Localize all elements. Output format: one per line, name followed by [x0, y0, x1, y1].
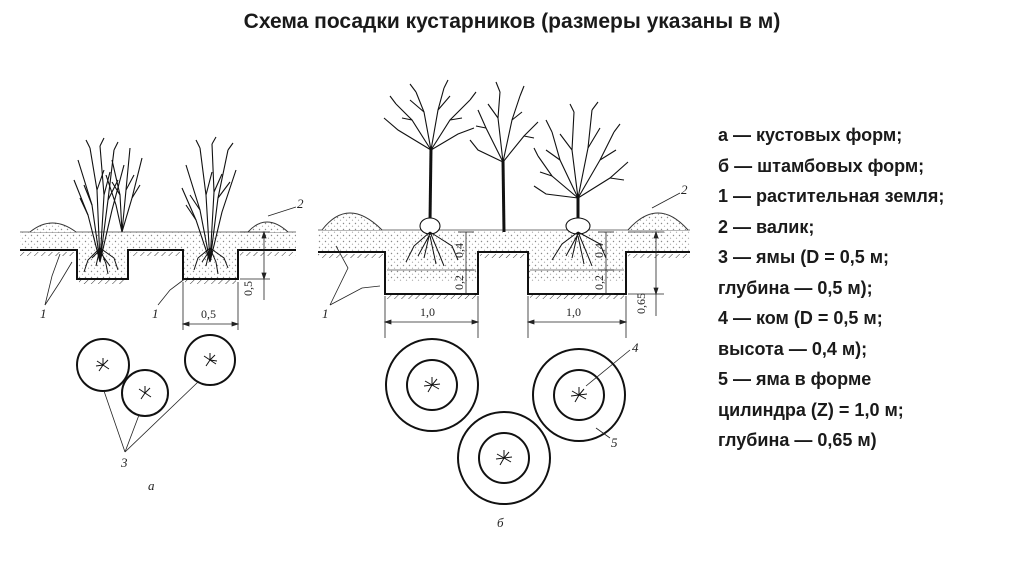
soil-layer-b — [318, 230, 690, 282]
pit-outline-a — [20, 249, 296, 280]
dim-b-ball-left: 0,4 — [452, 243, 466, 258]
legend-item: высота — 0,4 м); — [718, 338, 868, 359]
figure-label-a: а — [148, 478, 155, 493]
callout-a-3: 3 — [120, 455, 128, 470]
shrub-a-2 — [105, 147, 143, 233]
callout-a-2-leader — [267, 206, 297, 217]
callout-b-4: 4 — [632, 340, 639, 355]
page-title: Схема посадки кустарников (размеры указа… — [243, 10, 781, 33]
legend-item: 4 — ком (D = 0,5 м; — [718, 308, 883, 328]
callout-b-2: 2 — [681, 182, 688, 197]
legend-item: 1 — растительная земля; — [718, 186, 945, 206]
legend-item: а — кустовых форм; — [718, 125, 903, 145]
pit-plan-b-2 — [457, 411, 551, 505]
figure-label-b: б — [497, 515, 504, 530]
legend-item: глубина — 0,5 м); — [718, 277, 873, 298]
pit-plan-a-1 — [76, 338, 130, 392]
dim-b-vertical-right — [598, 231, 614, 295]
dim-a-width-label: 0,5 — [201, 307, 216, 321]
roots-a — [83, 247, 229, 275]
callout-a-1-mid: 1 — [152, 306, 159, 321]
ball-plan-b-2 — [478, 432, 530, 484]
legend-item: б — штамбовых форм; — [718, 155, 925, 176]
pit-plan-a-3 — [184, 334, 236, 386]
dim-a-depth-label: 0,5 — [241, 281, 255, 296]
soil-layer-a — [20, 232, 296, 279]
figure-a: 0,5 0,5 1 1 2 — [20, 136, 304, 493]
ball-plan-b-3 — [553, 369, 605, 421]
dim-b-vertical-left — [458, 231, 474, 295]
ridge-b-left — [321, 212, 383, 231]
callout-a-2: 2 — [297, 196, 304, 211]
dim-b-width-right — [526, 296, 628, 338]
roots-b — [405, 231, 607, 267]
dim-b-depth — [628, 230, 664, 316]
dim-b-ball-right: 0,4 — [592, 243, 606, 258]
ridge-b-right — [627, 212, 689, 231]
pit-plan-b-1 — [385, 338, 479, 432]
plan-b — [385, 338, 626, 505]
callout-b-4-leader — [585, 349, 631, 387]
callout-a-1-left: 1 — [40, 306, 47, 321]
callout-b-5: 5 — [611, 435, 618, 450]
ball-plan-b-1 — [406, 359, 458, 411]
callout-a-1-leader — [44, 253, 187, 306]
callout-b-5-leader — [595, 427, 611, 439]
dim-b-width-left — [383, 296, 480, 338]
legend-list: а — кустовых форм; б — штамбовых форм; 1… — [718, 120, 1018, 456]
callout-b-1: 1 — [322, 306, 329, 321]
legend-item: глубина — 0,65 м) — [718, 430, 877, 450]
dim-b-width-left-label: 1,0 — [420, 305, 435, 319]
bushy-tree-b-3 — [533, 101, 629, 235]
dim-b-bottom-left: 0,2 — [452, 275, 466, 290]
legend-item: цилиндра (Z) = 1,0 м; — [718, 399, 904, 420]
plan-a — [76, 334, 236, 417]
figure-b: 1,0 1,0 0,4 0,2 0,4 0,2 — [318, 79, 690, 530]
dim-a-width — [181, 282, 240, 330]
ridge-a-left — [29, 222, 77, 233]
callout-b-1-leader — [329, 245, 381, 306]
pit-plan-a-2 — [121, 369, 169, 417]
dim-b-depth-label: 0,65 — [634, 293, 648, 314]
dim-a-depth — [240, 230, 270, 300]
ridge-a-right — [247, 221, 289, 233]
legend-item: 5 — яма в форме — [718, 369, 872, 389]
plan-b-roots — [423, 377, 588, 466]
standard-tree-b-2 — [469, 81, 539, 233]
standard-tree-b-1 — [383, 79, 477, 235]
plan-a-roots — [95, 353, 218, 400]
legend-item: 3 — ямы (D = 0,5 м; — [718, 247, 890, 267]
dim-b-bottom-right: 0,2 — [592, 275, 606, 290]
shrub-a-1 — [73, 137, 125, 263]
callout-b-2-leader — [651, 192, 681, 209]
callout-a-3-leader — [103, 381, 199, 453]
pit-plan-b-3 — [532, 348, 626, 442]
shrub-a-3 — [181, 136, 237, 263]
dim-b-width-right-label: 1,0 — [566, 305, 581, 319]
pit-outline-b — [318, 251, 690, 295]
legend-item: 2 — валик; — [718, 216, 815, 237]
